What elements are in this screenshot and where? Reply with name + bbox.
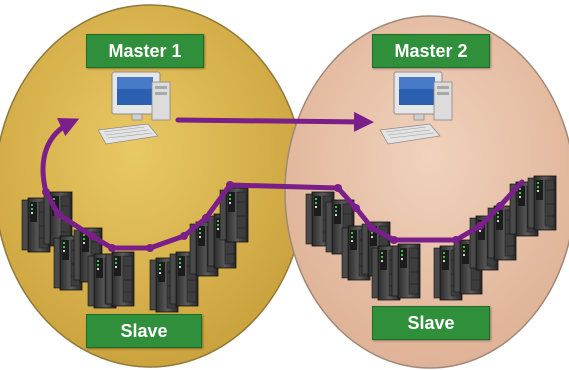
slave-label-right: Slave: [372, 306, 490, 340]
arrow-master1-to-master2: [175, 111, 374, 132]
master-2-label: Master 2: [372, 34, 490, 68]
plc-rack-icon: [105, 251, 135, 307]
master-1-label: Master 1: [86, 34, 204, 68]
arrow-to-master1: [40, 117, 80, 195]
plc-rack-icon: [391, 243, 421, 299]
plc-rack-icon: [527, 175, 557, 231]
slave-label-left: Slave: [86, 314, 202, 348]
network-line: [43, 179, 525, 251]
network-nodes: [42, 181, 504, 252]
